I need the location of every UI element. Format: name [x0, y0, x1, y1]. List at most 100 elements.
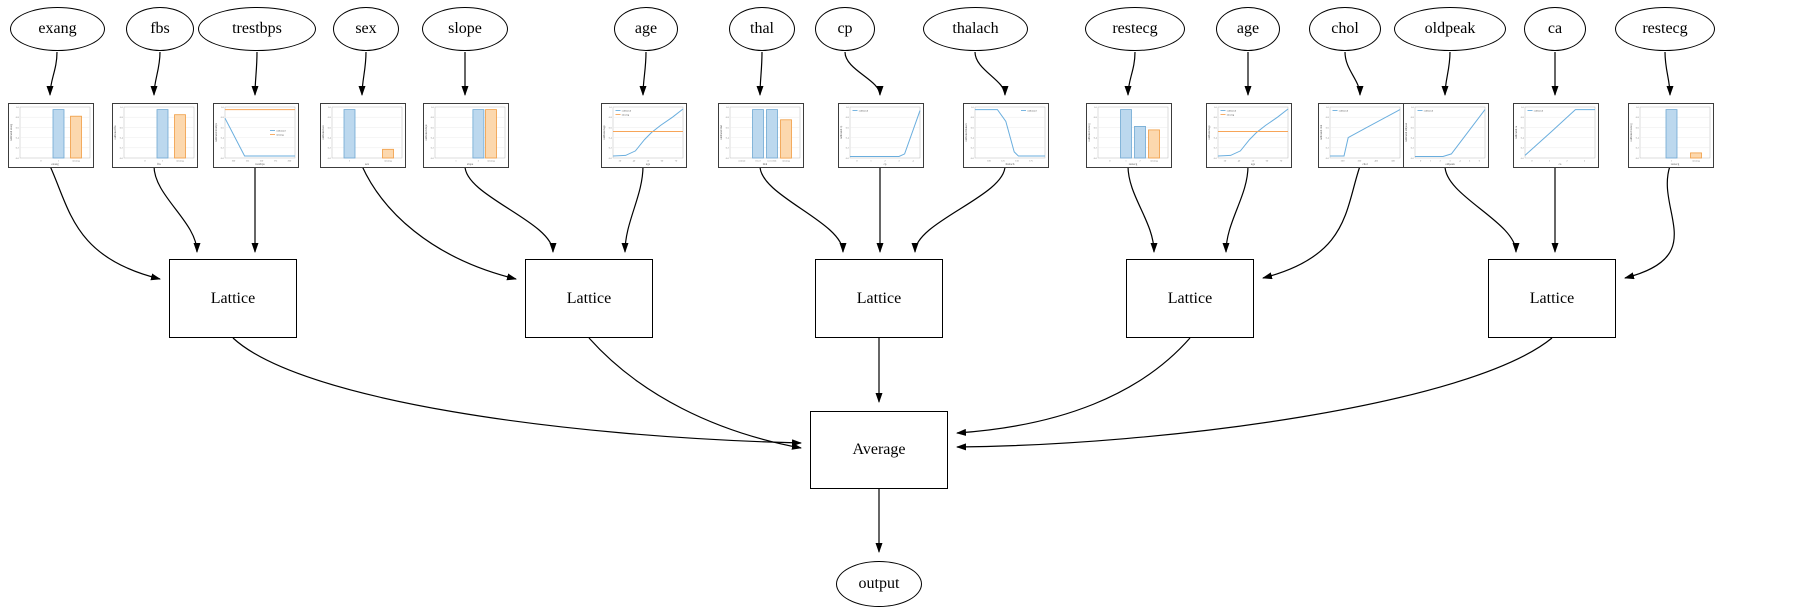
svg-text:calibrated trestbps: calibrated trestbps [215, 123, 218, 142]
svg-text:calibrated thalach: calibrated thalach [965, 123, 968, 142]
svg-text:sex: sex [365, 162, 369, 166]
svg-text:missing: missing [1150, 159, 1158, 162]
svg-text:1.0: 1.0 [846, 106, 850, 109]
feature-node-slope: slope [422, 7, 508, 51]
svg-text:30: 30 [619, 159, 622, 162]
svg-text:0.4: 0.4 [846, 137, 850, 140]
svg-text:0.8: 0.8 [609, 116, 613, 119]
svg-text:50: 50 [1252, 159, 1255, 162]
svg-text:1.0: 1.0 [1521, 106, 1525, 109]
svg-text:calibrated chol: calibrated chol [1320, 125, 1323, 141]
svg-text:0.4: 0.4 [726, 137, 730, 140]
svg-text:missing: missing [1692, 159, 1700, 162]
graph-edge [588, 337, 802, 450]
svg-text:0.8: 0.8 [16, 116, 20, 119]
svg-text:calibrated cp: calibrated cp [840, 125, 843, 139]
feature-node-thalach: thalach [923, 7, 1028, 51]
svg-text:1: 1 [1671, 159, 1673, 162]
svg-text:0.6: 0.6 [971, 126, 975, 129]
svg-text:40: 40 [1238, 159, 1241, 162]
svg-text:1.0: 1.0 [971, 106, 975, 109]
graph-edge [974, 51, 1009, 96]
svg-text:1: 1 [870, 159, 872, 162]
svg-text:calibrated: calibrated [859, 109, 869, 112]
lattice-node: Lattice [1126, 259, 1254, 338]
svg-text:ca: ca [1559, 162, 1562, 166]
svg-text:slope: slope [467, 162, 474, 166]
svg-text:0.0: 0.0 [1214, 157, 1218, 160]
svg-text:0.2: 0.2 [1521, 147, 1525, 150]
svg-text:0.4: 0.4 [16, 137, 20, 140]
svg-text:oldpeak: oldpeak [1445, 162, 1455, 166]
svg-text:calibrated slope: calibrated slope [425, 123, 428, 140]
svg-text:175: 175 [274, 159, 278, 162]
svg-text:0: 0 [144, 159, 146, 162]
lattice-node: Lattice [169, 259, 297, 338]
svg-text:0: 0 [1531, 159, 1533, 162]
svg-text:0: 0 [40, 159, 42, 162]
output-node: output [836, 561, 922, 607]
graph-edge [1124, 51, 1136, 96]
svg-text:0.4: 0.4 [971, 137, 975, 140]
svg-text:1.0: 1.0 [609, 106, 613, 109]
graph-edge [621, 165, 644, 253]
lattice-node: Lattice [815, 259, 943, 338]
graph-edge [1624, 165, 1675, 280]
svg-text:70: 70 [675, 159, 678, 162]
svg-text:calibrated exang: calibrated exang [10, 123, 13, 141]
svg-text:0.2: 0.2 [221, 147, 225, 150]
svg-text:2: 2 [884, 159, 886, 162]
svg-text:1: 1 [58, 159, 60, 162]
svg-text:1.0: 1.0 [221, 106, 225, 109]
feature-node-ca: ca [1524, 7, 1586, 51]
svg-text:thalach: thalach [1006, 162, 1015, 166]
svg-text:0.8: 0.8 [1326, 116, 1330, 119]
svg-text:100: 100 [987, 159, 991, 162]
svg-text:1.0: 1.0 [1411, 106, 1415, 109]
svg-text:0.6: 0.6 [431, 126, 435, 129]
svg-text:0.6: 0.6 [846, 126, 850, 129]
svg-text:calibrated: calibrated [1227, 109, 1237, 112]
svg-text:0.4: 0.4 [221, 137, 225, 140]
graph-edge [358, 51, 367, 96]
svg-text:0.8: 0.8 [1214, 116, 1218, 119]
svg-text:calibrated fbs: calibrated fbs [114, 125, 117, 139]
graph-edge [911, 165, 1006, 253]
svg-text:0.0: 0.0 [971, 157, 975, 160]
svg-text:exang: exang [51, 162, 59, 166]
svg-text:2: 2 [1440, 159, 1442, 162]
svg-text:missing: missing [72, 159, 80, 162]
graph-edge [639, 51, 647, 96]
svg-text:0.6: 0.6 [1636, 126, 1640, 129]
svg-text:missing: missing [622, 113, 630, 116]
svg-text:1: 1 [1430, 159, 1432, 162]
svg-text:5: 5 [1469, 159, 1471, 162]
svg-text:0.2: 0.2 [328, 147, 332, 150]
svg-text:0.0: 0.0 [1521, 157, 1525, 160]
graph-edge [956, 337, 1553, 451]
svg-text:0.2: 0.2 [726, 147, 730, 150]
svg-text:fbs: fbs [157, 162, 161, 166]
svg-text:age: age [1251, 162, 1256, 166]
svg-text:missing: missing [782, 159, 790, 162]
svg-text:70: 70 [1280, 159, 1283, 162]
svg-text:1.0: 1.0 [1214, 106, 1218, 109]
svg-text:restecg: restecg [1671, 162, 1680, 166]
svg-text:0.0: 0.0 [120, 157, 124, 160]
svg-text:0.0: 0.0 [726, 157, 730, 160]
svg-text:missing: missing [176, 159, 184, 162]
feature-node-restecg: restecg [1615, 7, 1715, 51]
graph-edge [1222, 165, 1249, 253]
